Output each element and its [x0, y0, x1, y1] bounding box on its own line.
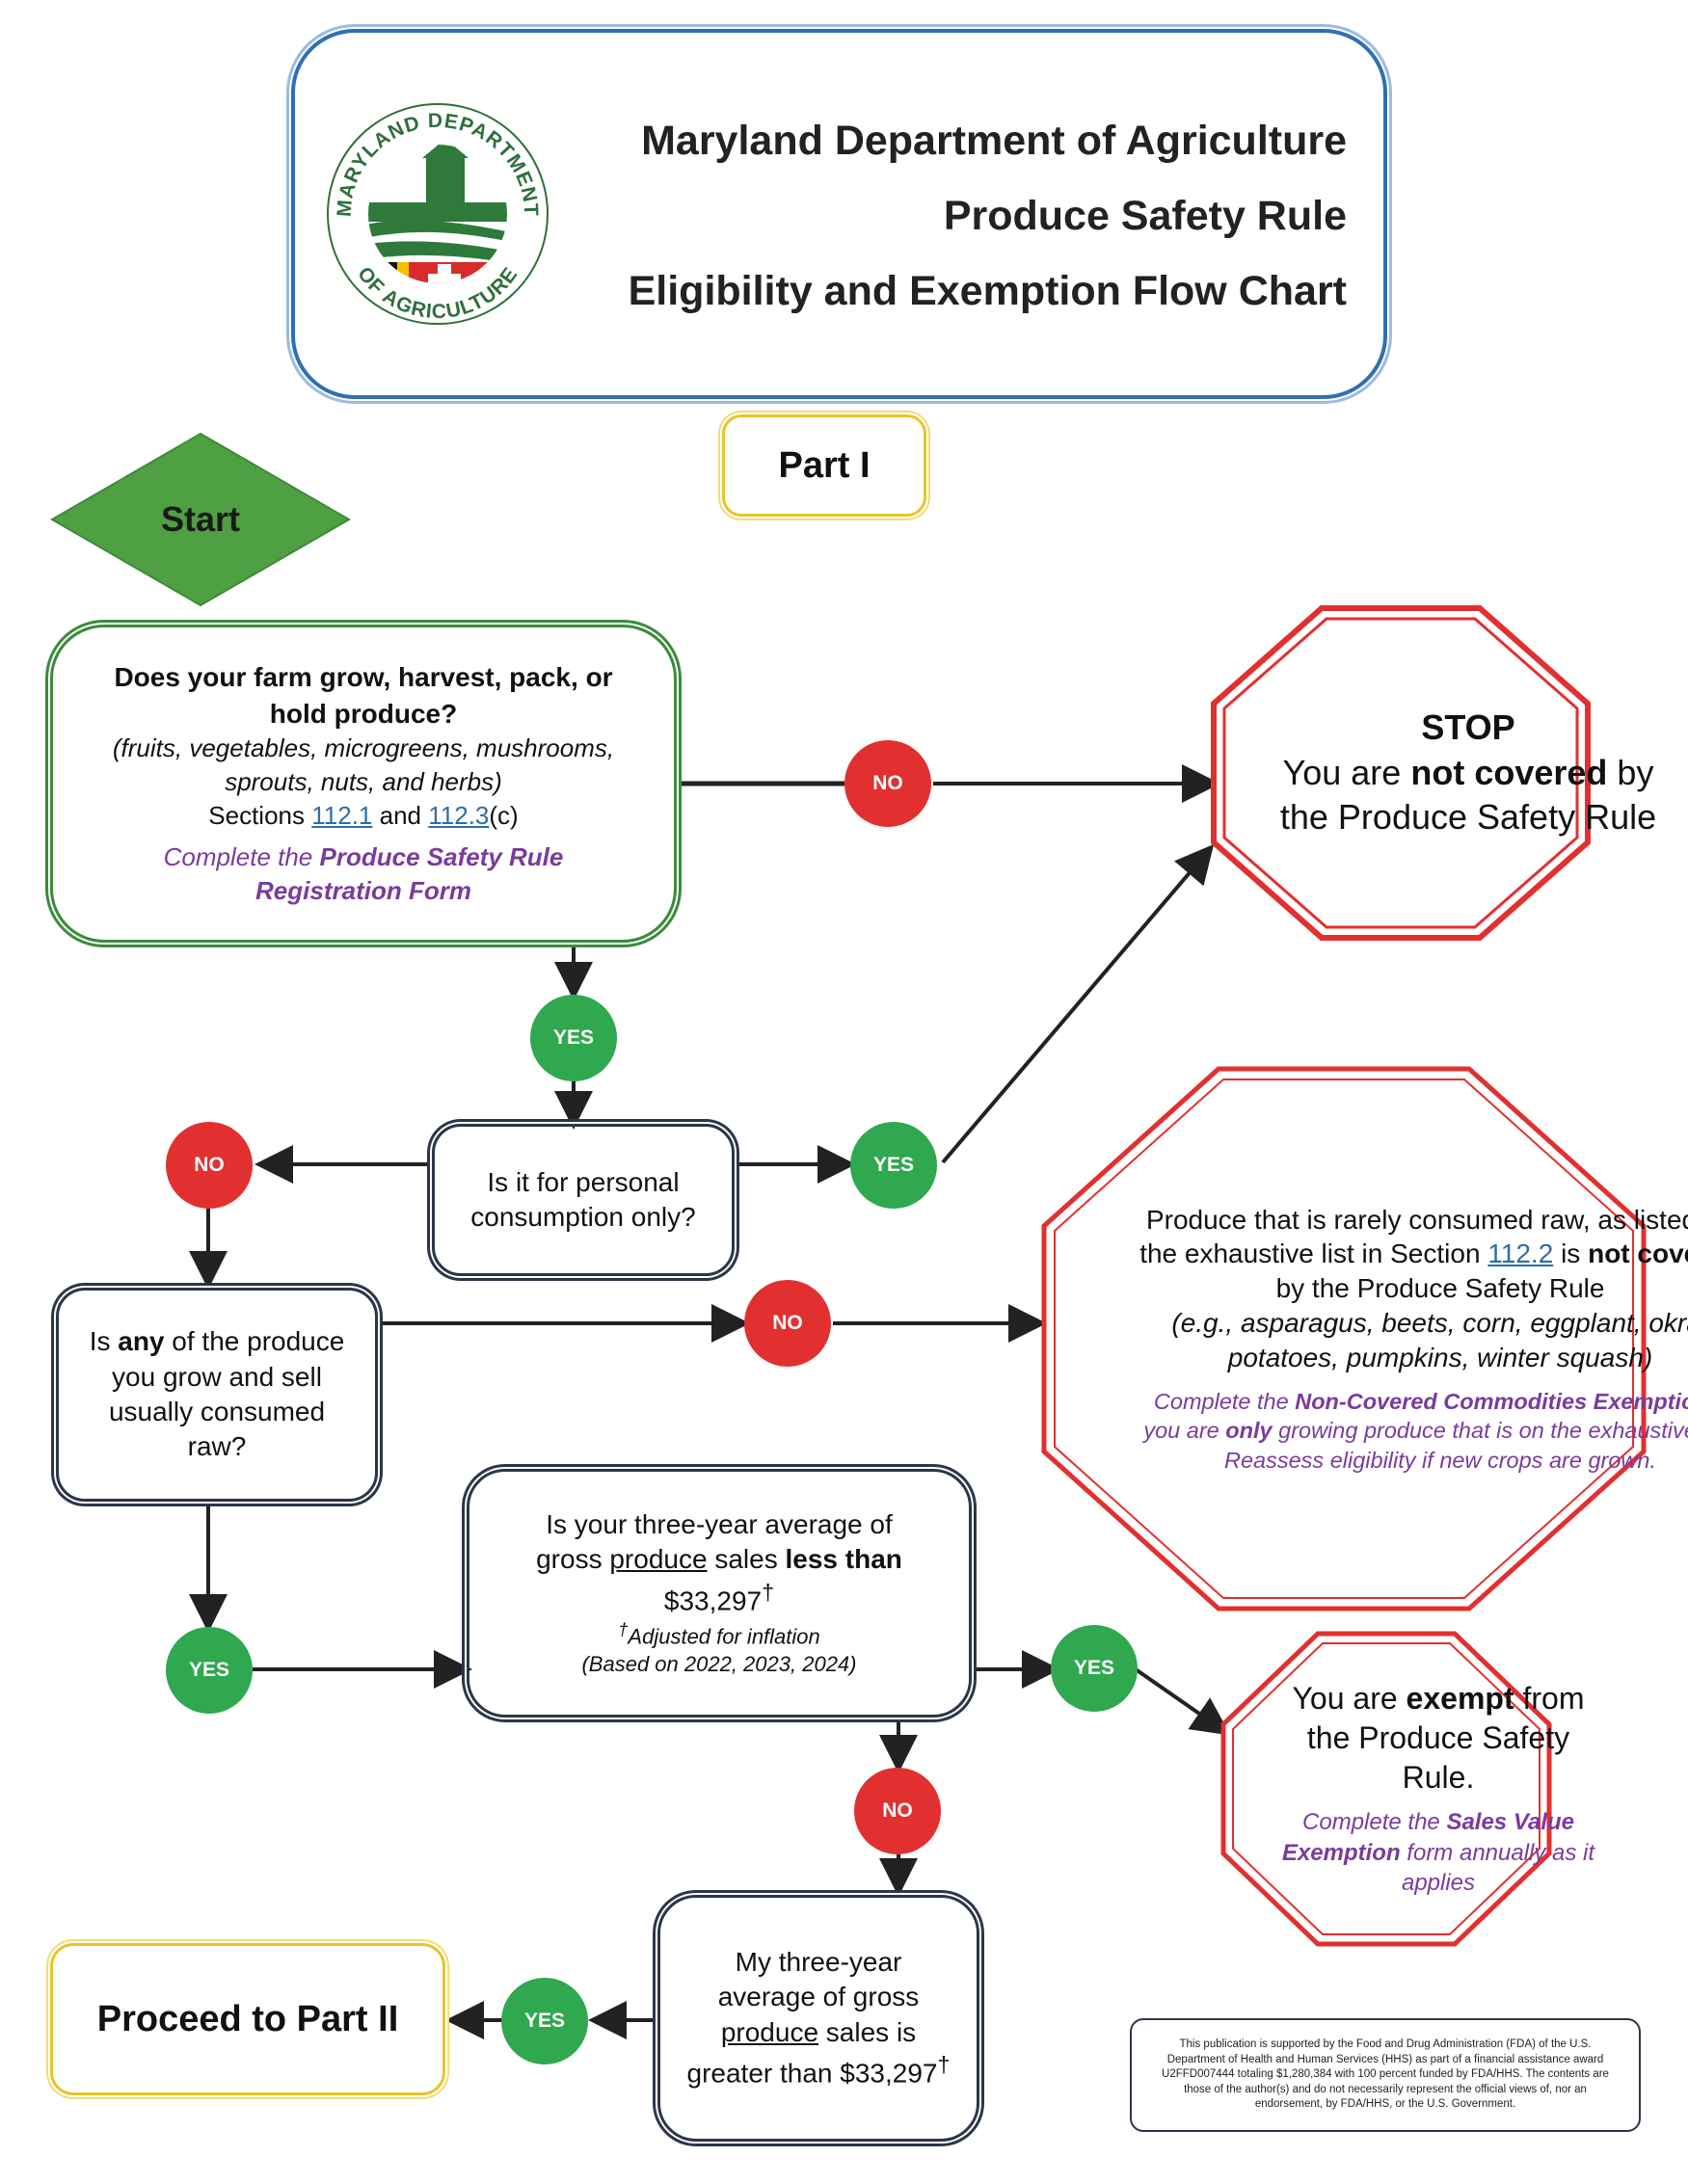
q1-question: Does your farm grow, harvest, pack, or h… [114, 662, 613, 729]
header-title-line2: Produce Safety Rule [943, 193, 1347, 239]
stop-octagon-shape [1211, 605, 1591, 941]
q4-basis: (Based on 2022, 2023, 2024) [581, 1652, 857, 1677]
header-title-line1: Maryland Department of Agriculture [641, 118, 1347, 164]
badge-yes-q5: YES [501, 1978, 588, 2064]
badge-yes-q1: YES [530, 995, 617, 1081]
part-label: Part I [722, 414, 926, 517]
start-node: Start [50, 432, 351, 607]
q4-line1: Is your three-year average of [546, 1508, 893, 1539]
start-label: Start [160, 499, 241, 539]
question-personal-consumption: Is it for personal consumption only? [432, 1124, 735, 1276]
badge-yes-q4: YES [1051, 1625, 1138, 1712]
registration-form-label: Produce Safety Rule Registration Form [255, 841, 564, 905]
question-grow-produce: Does your farm grow, harvest, pack, or h… [50, 625, 677, 943]
arrow-yes-exempt [1134, 1667, 1231, 1736]
link-section-112-1[interactable]: 112.1 [311, 801, 373, 831]
q4-note: †Adjusted for inflation [618, 1619, 820, 1649]
rare-text: Produce that is rarely consumed raw, as … [1139, 1204, 1688, 1304]
q4-line2: gross produce sales less than [536, 1544, 902, 1575]
start-diamond-shape [50, 432, 351, 607]
q4-amount: $33,297† [663, 1579, 775, 1616]
link-section-112-2[interactable]: 112.2 [1487, 1238, 1554, 1269]
stop-not-covered-octagon: STOP You are not covered by the Produce … [1211, 605, 1656, 941]
rare-octagon-shape [1041, 1066, 1647, 1611]
header-title-line3: Eligibility and Exemption Flow Chart [628, 268, 1347, 314]
question-consumed-raw: Is any of the produce you grow and sell … [56, 1288, 378, 1502]
mda-seal-logo: MARYLAND DEPARTMENT OF AGRICULTURE [327, 103, 549, 325]
exempt-octagon-shape [1220, 1631, 1552, 1947]
link-section-112-3[interactable]: 112.3 [428, 801, 490, 831]
rare-examples: (e.g., asparagus, beets, corn, eggplant,… [1171, 1308, 1688, 1372]
badge-yes-q2: YES [850, 1122, 937, 1209]
q5-text: My three-year average of gross produce s… [686, 1947, 951, 2089]
q2-text: Is it for personal consumption only? [470, 1166, 696, 1232]
question-sales-less-than: Is your three-year average of gross prod… [467, 1469, 972, 1718]
exempt-complete-note: Complete the Sales Value Exemption form … [1281, 1808, 1595, 1897]
badge-no-q3: NO [744, 1280, 831, 1367]
q1-sections: Sections 112.1 and 112.3(c) [208, 801, 519, 831]
q1-examples: (fruits, vegetables, microgreens, mushro… [112, 733, 615, 797]
rarely-consumed-raw-octagon: Produce that is rarely consumed raw, as … [1041, 1066, 1688, 1611]
header-box: MARYLAND DEPARTMENT OF AGRICULTURE Maryl… [291, 29, 1387, 399]
proceed-to-part-ii[interactable]: Proceed to Part II [50, 1943, 445, 2095]
funding-footnote: This publication is supported by the Foo… [1130, 2018, 1641, 2132]
badge-yes-q3: YES [166, 1627, 253, 1714]
badge-no-q1: NO [844, 740, 931, 827]
badge-no-q4: NO [854, 1768, 941, 1854]
badge-no-q2: NO [166, 1122, 253, 1209]
q1-complete-note: Complete the Produce Safety Rule Registr… [163, 841, 564, 905]
q3-text: Is any of the produce you grow and sell … [89, 1326, 345, 1462]
rare-complete-note: Complete the Non-Covered Commodities Exe… [1143, 1388, 1688, 1473]
exempt-text: You are exempt from the Produce Safety R… [1292, 1681, 1585, 1795]
statement-sales-greater-than: My three-year average of gross produce s… [657, 1895, 979, 2142]
exempt-octagon: You are exempt from the Produce Safety R… [1220, 1631, 1594, 1947]
stop-text: You are not covered by the Produce Safet… [1279, 752, 1657, 838]
stop-title: STOP [1421, 706, 1515, 747]
arrow-yes-stop [941, 843, 1215, 1164]
